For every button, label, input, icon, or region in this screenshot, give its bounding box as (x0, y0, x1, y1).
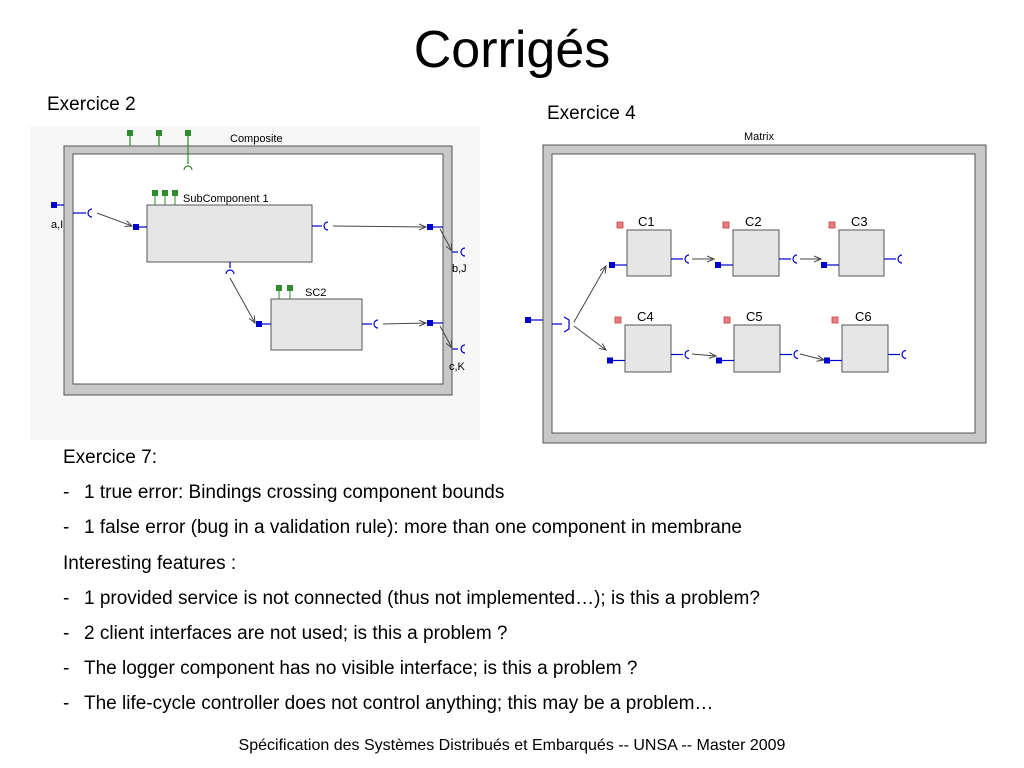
footer: Spécification des Systèmes Distribués et… (238, 737, 786, 754)
composite-server-port-a (51, 202, 93, 218)
sc2-label: SC2 (305, 287, 326, 299)
note-line: -1 true error: Bindings crossing compone… (63, 475, 963, 510)
note-text: The logger component has no visible inte… (84, 658, 638, 680)
lifecycle-controller-icon (614, 316, 622, 324)
server-port-icon (609, 262, 615, 268)
subcomponent-1-label: SubComponent 1 (183, 193, 269, 205)
component-label: C5 (746, 309, 763, 324)
composite-client-port-c (427, 320, 466, 354)
page-title: Corrigés (413, 21, 611, 79)
exercise-7-notes: Exercice 7:-1 true error: Bindings cross… (63, 440, 963, 722)
note-text: 1 provided service is not connected (thu… (84, 587, 760, 609)
note-text: 1 true error: Bindings crossing componen… (84, 482, 505, 504)
matrix-component-c5: C5 (716, 309, 799, 373)
client-port-icon (793, 349, 799, 360)
subcomponent-1 (146, 204, 313, 263)
bullet-dash: - (63, 587, 70, 609)
server-port-icon (715, 262, 721, 268)
lifecycle-controller-icon (722, 221, 730, 229)
lifecycle-controller-icon (828, 221, 836, 229)
bullet-dash: - (63, 517, 70, 539)
lifecycle-controller-icon (723, 316, 731, 324)
port-b-label: b,J (452, 263, 467, 275)
composite-content (72, 153, 444, 385)
component-label: C6 (855, 309, 872, 324)
bullet-dash: - (63, 693, 70, 715)
matrix-component-c4: C4 (607, 309, 690, 373)
note-text: Exercice 7: (63, 447, 157, 468)
client-port-icon (684, 349, 690, 360)
note-line: -1 false error (bug in a validation rule… (63, 510, 963, 545)
bullet-dash: - (63, 658, 70, 680)
lifecycle-controller-icon (831, 316, 839, 324)
matrix-label: Matrix (744, 131, 774, 143)
note-line: -1 provided service is not connected (th… (63, 581, 963, 616)
subcomponent-1-ports (133, 221, 329, 275)
note-line: Exercice 7: (63, 440, 963, 475)
subcomponent-1-controller-icons (152, 190, 178, 205)
note-line: -The life-cycle controller does not cont… (63, 686, 963, 721)
note-text: 2 client interfaces are not used; is thi… (84, 622, 508, 644)
matrix-component-c2: C2 (715, 214, 798, 277)
composite-controller-icons (127, 130, 193, 171)
note-text: The life-cycle controller does not contr… (84, 693, 714, 715)
component-label: C3 (851, 214, 868, 229)
server-port-icon (716, 357, 722, 364)
lifecycle-controller-icon (616, 221, 624, 229)
note-text: Interesting features : (63, 552, 237, 574)
note-line: -2 client interfaces are not used; is th… (63, 616, 963, 651)
client-port-icon (897, 254, 903, 264)
composite-client-port-b (427, 224, 466, 257)
matrix-component-c3: C3 (821, 214, 903, 277)
composite-label: Composite (230, 133, 283, 145)
component-label: C4 (637, 309, 654, 324)
sc2-ports (256, 319, 379, 329)
port-a-label: a,I (51, 219, 63, 231)
sc2-component (270, 298, 363, 351)
matrix-content (551, 153, 976, 434)
matrix-server-port (525, 316, 570, 333)
server-port-icon (607, 357, 613, 364)
note-line: Interesting features : (63, 546, 963, 581)
client-port-icon (684, 254, 690, 264)
note-line: -The logger component has no visible int… (63, 651, 963, 686)
matrix-component-c1: C1 (609, 214, 690, 277)
component-label: C2 (745, 214, 762, 229)
matrix-component-c6: C6 (824, 309, 907, 373)
server-port-icon (824, 357, 830, 364)
bullet-dash: - (63, 482, 70, 504)
server-port-icon (821, 262, 827, 268)
sc2-controller-icons (276, 285, 293, 299)
exercise-2-bindings (96, 212, 452, 348)
exercise-4-bindings (573, 259, 824, 360)
client-port-icon (792, 254, 798, 264)
exercise-4-label: Exercice 4 (547, 103, 636, 124)
client-port-icon (901, 349, 907, 360)
note-text: 1 false error (bug in a validation rule)… (84, 517, 742, 539)
exercise-2-label: Exercice 2 (47, 94, 136, 115)
component-label: C1 (638, 214, 655, 229)
port-c-label: c,K (449, 361, 466, 373)
bullet-dash: - (63, 622, 70, 644)
